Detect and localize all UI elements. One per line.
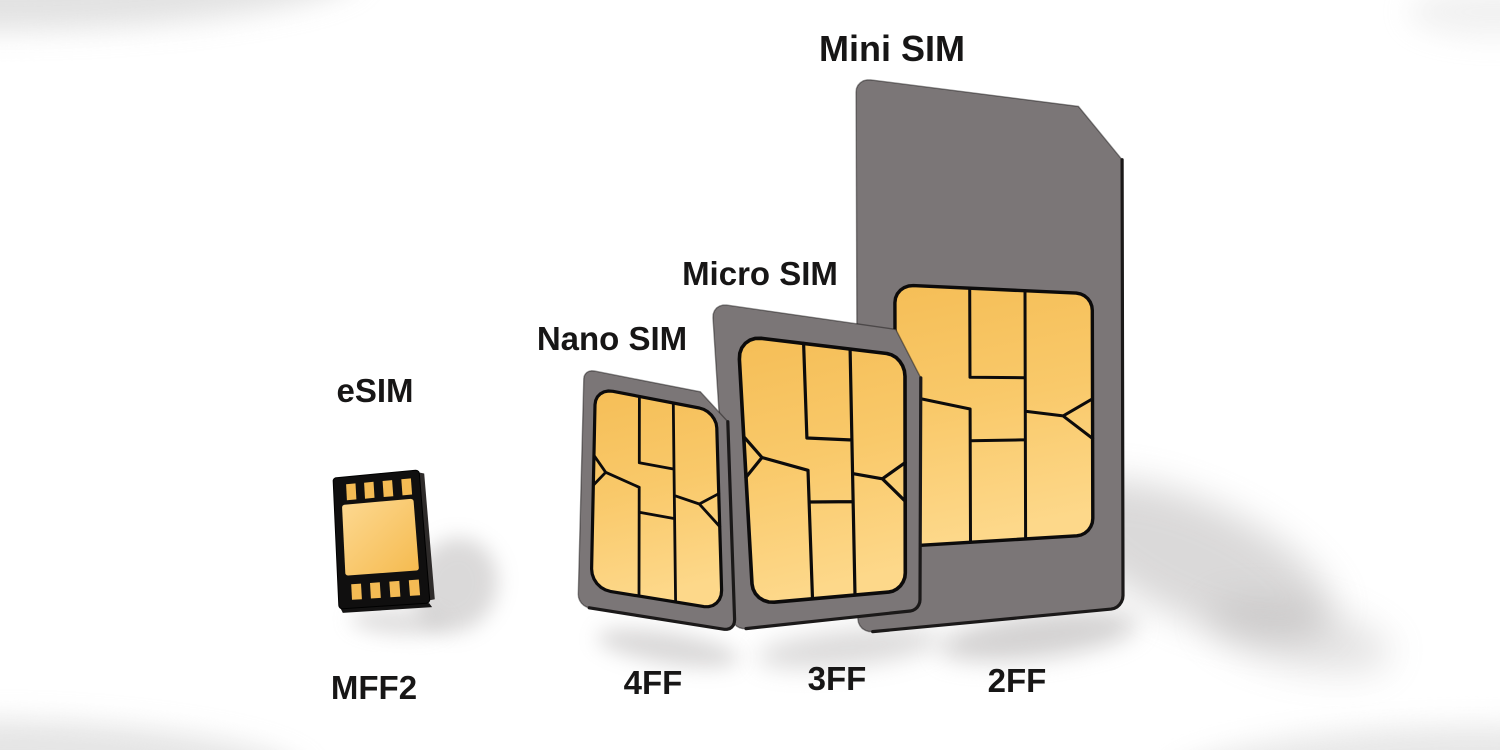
chip-pin bbox=[346, 483, 357, 501]
mini-form-factor-label: 2FF bbox=[987, 662, 1047, 699]
chip-pin bbox=[401, 478, 413, 496]
esim-chip-graphic bbox=[332, 469, 435, 613]
chip-pin bbox=[370, 582, 381, 599]
contact-pad bbox=[737, 336, 908, 604]
chip-pin bbox=[382, 480, 394, 497]
nano-sim-title: Nano SIM bbox=[536, 320, 688, 357]
micro-sim-card-graphic bbox=[712, 304, 923, 631]
contact-lines bbox=[592, 395, 722, 604]
cast-shadows bbox=[350, 479, 1392, 674]
nano-form-factor-label: 4FF bbox=[623, 664, 683, 701]
esim-title: eSIM bbox=[336, 372, 414, 409]
contact-pad bbox=[590, 389, 724, 609]
mini-sim-card-graphic bbox=[855, 79, 1125, 634]
contact-lines bbox=[742, 341, 907, 601]
nano-sim-card-graphic bbox=[577, 370, 737, 631]
mini-sim-title: Mini SIM bbox=[819, 28, 965, 69]
chip-side-face bbox=[419, 472, 435, 601]
chip-pin bbox=[351, 583, 362, 600]
micro-form-factor-label: 3FF bbox=[807, 660, 867, 697]
card-edge bbox=[744, 376, 923, 631]
esim-form-factor-label: MFF2 bbox=[330, 669, 418, 706]
card-edge bbox=[871, 158, 1125, 634]
micro-sim-title: Micro SIM bbox=[682, 255, 838, 292]
card-edge bbox=[587, 420, 737, 631]
chip-pin bbox=[408, 579, 421, 596]
chip-contact-area bbox=[342, 498, 419, 576]
chip-pin bbox=[389, 580, 401, 598]
chip-pin bbox=[364, 481, 375, 499]
chip-bottom-face bbox=[340, 603, 433, 613]
